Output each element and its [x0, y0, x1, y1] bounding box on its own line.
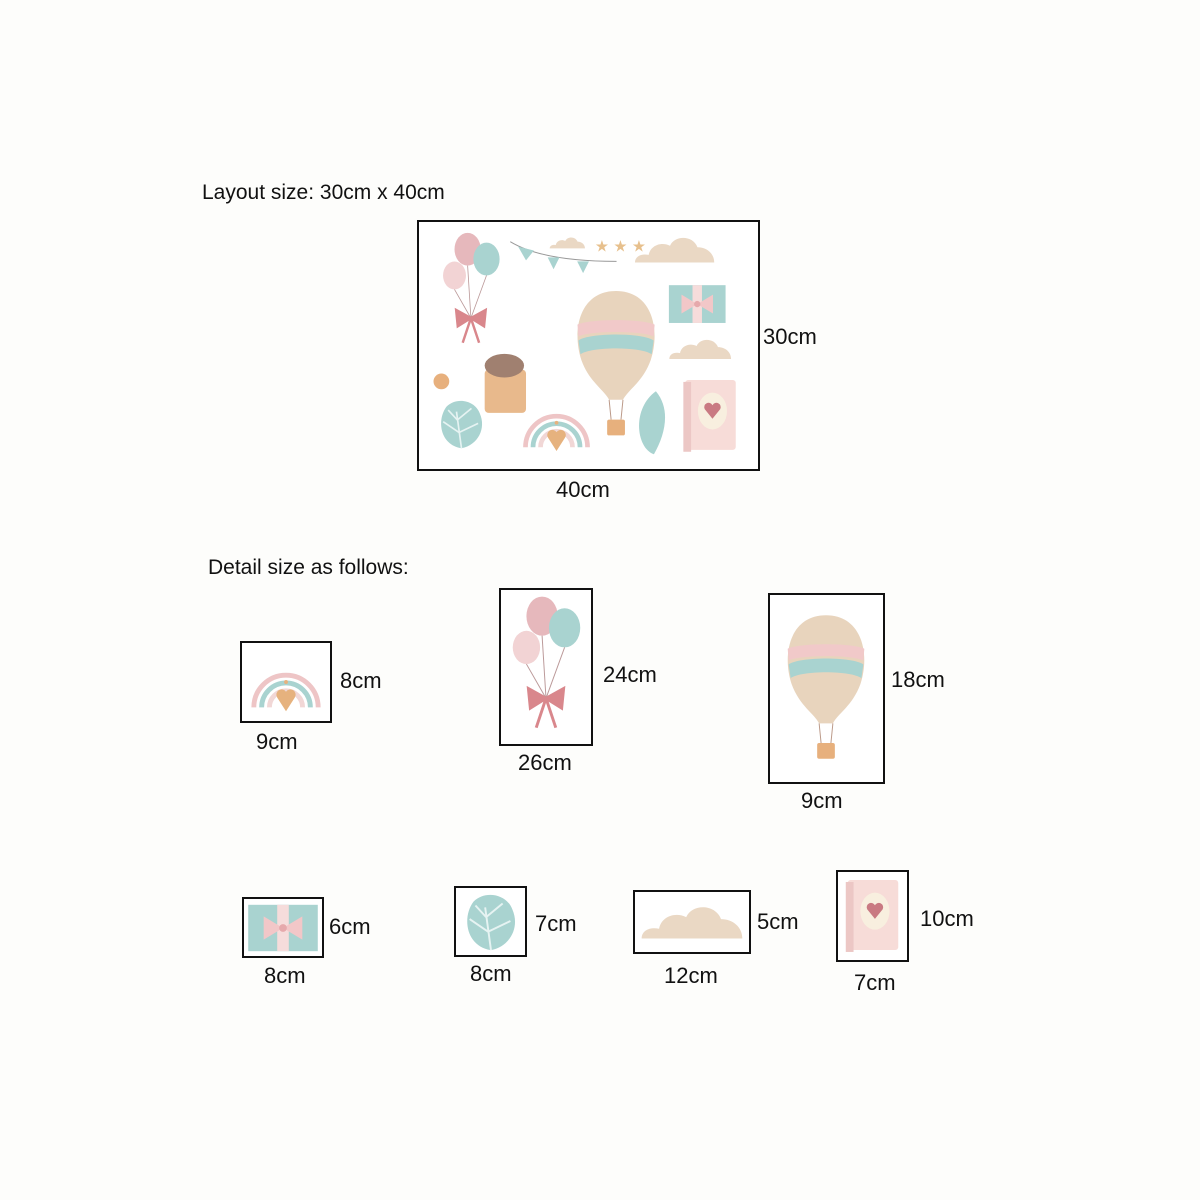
book-illustration: [838, 872, 907, 960]
balloons-illustration: [501, 590, 591, 744]
rainbow-illustration: [242, 643, 330, 721]
balloons-width-label: 26cm: [518, 750, 572, 775]
balloons-height-label: 24cm: [603, 662, 657, 687]
balloons-sticker-box: [499, 588, 593, 746]
svg-text:★ ★ ★: ★ ★ ★: [595, 239, 646, 256]
leaf-width-label: 8cm: [470, 961, 512, 986]
cloud-height-label: 5cm: [757, 909, 799, 934]
hot-air-balloon-illustration: [770, 595, 883, 782]
cloud-illustration: [635, 892, 749, 952]
hot-air-balloon-height-label: 18cm: [891, 667, 945, 692]
layout-sticker-sheet: ★ ★ ★: [433, 231, 736, 455]
hot-air-balloon-width-label: 9cm: [801, 788, 843, 813]
gift-illustration: [244, 899, 322, 956]
book-height-label: 10cm: [920, 906, 974, 931]
book-width-label: 7cm: [854, 970, 896, 995]
rainbow-width-label: 9cm: [256, 729, 298, 754]
gift-sticker-box: [242, 897, 324, 958]
gift-height-label: 6cm: [329, 914, 371, 939]
leaf-height-label: 7cm: [535, 911, 577, 936]
cloud-width-label: 12cm: [664, 963, 718, 988]
hot-air-balloon-sticker-box: [768, 593, 885, 784]
rainbow-sticker-box: [240, 641, 332, 723]
leaf-sticker-box: [454, 886, 527, 957]
gift-width-label: 8cm: [264, 963, 306, 988]
layout-preview: ★ ★ ★: [417, 220, 760, 471]
layout-width-label: 40cm: [556, 477, 610, 502]
book-sticker-box: [836, 870, 909, 962]
layout-size-heading: Layout size: 30cm x 40cm: [202, 181, 445, 204]
leaf-illustration: [456, 888, 525, 955]
cloud-sticker-box: [633, 890, 751, 954]
layout-height-label: 30cm: [763, 324, 817, 349]
rainbow-height-label: 8cm: [340, 668, 382, 693]
detail-size-heading: Detail size as follows:: [208, 556, 409, 579]
